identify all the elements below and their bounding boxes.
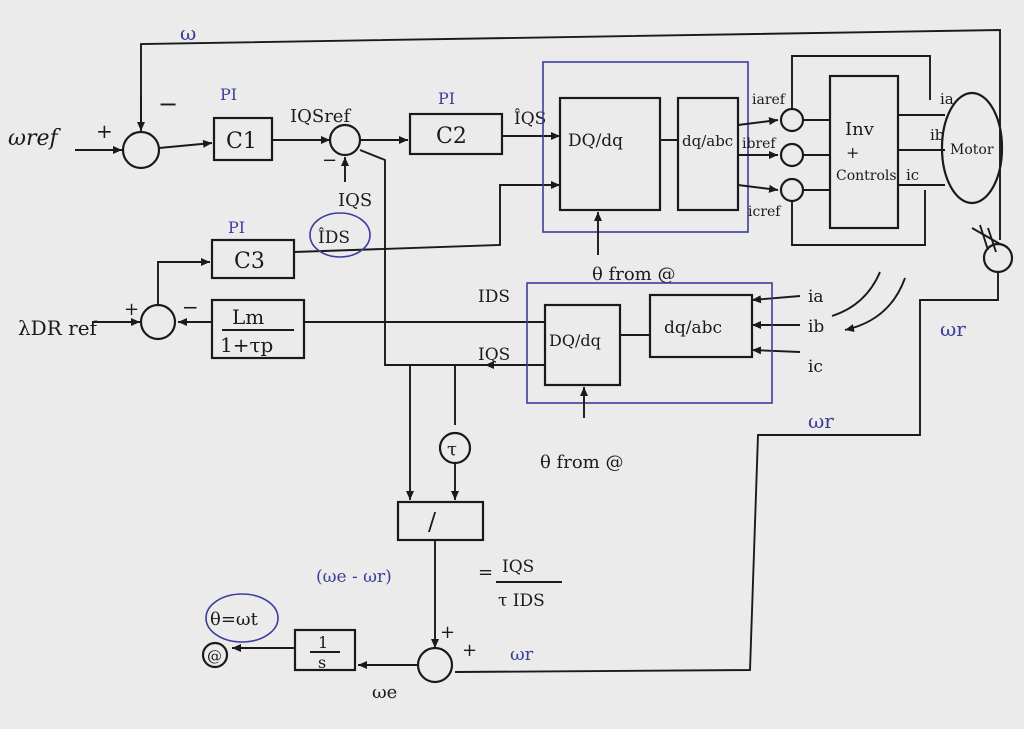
- inverter-block: [828, 74, 900, 230]
- pi-label-c3: PI: [228, 218, 245, 237]
- transform-group-lower: [526, 282, 773, 404]
- controls-label: Controls: [836, 168, 897, 184]
- ids-hat-label: ÎDS: [318, 227, 350, 248]
- comparator-b: [779, 142, 805, 168]
- motor-label: Motor: [950, 142, 994, 158]
- eq-numerator: IQS: [502, 557, 534, 577]
- omega-feedback-label: ω: [180, 21, 196, 45]
- shaft-tick-1: [979, 224, 989, 251]
- iqs-ref-label: IQSref: [290, 106, 351, 127]
- ids-measured-label: IDS: [478, 287, 510, 307]
- err-to-c1-arrow: [158, 139, 213, 149]
- iqs-hat-label: ÎQS: [514, 108, 546, 129]
- minus-sign-2: −: [322, 150, 337, 171]
- lm-denominator: 1+τp: [220, 333, 273, 357]
- speed-feedback-line: [140, 29, 1001, 240]
- plus-sign-1: +: [96, 119, 113, 143]
- lm-numerator: Lm: [232, 305, 264, 329]
- minus-sign-1: −: [158, 90, 178, 118]
- ia-ref-arrow: [737, 117, 779, 126]
- tau-label: τ: [447, 439, 457, 460]
- summing-junction-speed: [121, 130, 161, 170]
- omega-r-return-line: [454, 272, 999, 673]
- ia-measured: ia: [808, 287, 824, 307]
- c2-label: C2: [436, 124, 467, 149]
- fb-loop-c: [791, 190, 926, 246]
- pi-label-c2: PI: [438, 89, 455, 108]
- ic-label: ic: [906, 166, 919, 184]
- dqabc-block-upper-label: dq/abc: [682, 132, 733, 150]
- ids-hat-line: [293, 181, 560, 253]
- c3-label: C3: [234, 249, 265, 274]
- plus-sign-3: +: [124, 299, 139, 320]
- integrator-numerator: 1: [318, 633, 328, 652]
- dq-block-lower-label: DQ/dq: [549, 331, 601, 350]
- at-symbol-label: @: [207, 647, 222, 665]
- omega-r-label-right: ωr: [940, 317, 966, 341]
- eq-sign: =: [478, 562, 493, 583]
- shaft-tick-2: [987, 227, 997, 253]
- ib-ref-label: ibref: [742, 136, 777, 152]
- c1-label: C1: [226, 129, 257, 154]
- dqabc-block-lower-label: dq/abc: [664, 318, 722, 338]
- flux-model-block: [210, 298, 306, 360]
- theta-from-upper: θ from @: [592, 264, 675, 285]
- integrator-block: [293, 628, 357, 672]
- theta-eq-circle: [205, 593, 279, 643]
- divider-block: [396, 500, 485, 542]
- plus-sign-4: +: [440, 622, 455, 643]
- dq-transform-block-lower: [543, 303, 622, 387]
- iqs-measured-label: IQS: [478, 345, 510, 365]
- ic-ref-label: icref: [748, 204, 782, 220]
- pi-block-c1: [212, 116, 274, 162]
- theta-eq-label: θ=ωt: [210, 609, 259, 630]
- ic-measured: ic: [808, 357, 823, 377]
- omega-ref-label: ωref: [8, 126, 61, 151]
- dqabc-block-lower: [648, 293, 754, 359]
- dq-block-upper-label: DQ/dq: [568, 131, 623, 151]
- eq-denominator: τ IDS: [498, 591, 545, 611]
- ia-in-arrow: [751, 295, 801, 304]
- ic-in-arrow: [751, 346, 801, 355]
- inverter-label: Inv: [845, 119, 875, 140]
- err-to-c3-arrow: [157, 258, 210, 305]
- summing-junction-omega-e: [416, 646, 454, 684]
- omega-r-label-mid: ωr: [808, 409, 834, 433]
- pi-block-c2: [408, 112, 504, 156]
- dqabc-block-upper: [676, 96, 740, 212]
- ids-hat-circle: [309, 212, 371, 258]
- inverter-plus: +: [846, 143, 859, 162]
- slip-label: (ωe - ωr): [316, 567, 392, 587]
- measure-arrow-curve: [844, 277, 906, 332]
- dq-transform-block-upper: [558, 96, 662, 212]
- pi-block-c3: [210, 238, 296, 280]
- motor-symbol: [940, 91, 1004, 205]
- integrator-denominator: s: [318, 653, 326, 672]
- iqs-measured-line: [359, 149, 545, 366]
- ia-label: ia: [940, 90, 954, 108]
- measure-arrow-curve-2: [831, 271, 881, 317]
- divider-label: /: [428, 508, 437, 536]
- theta-from-lower: θ from @: [540, 452, 623, 473]
- omega-e-label: ωe: [372, 682, 397, 703]
- summing-junction-flux: [139, 303, 177, 341]
- shaft-line: [971, 227, 1001, 245]
- lambda-ref-label: λDR ref: [18, 316, 99, 340]
- ib-label: ib: [930, 126, 944, 144]
- minus-sign-3: −: [182, 295, 199, 319]
- ic-ref-arrow: [737, 184, 779, 193]
- pi-label-c1: PI: [220, 85, 237, 104]
- at-symbol-circle: [201, 641, 229, 669]
- omega-r-label-bottom: ωr: [510, 644, 534, 665]
- fb-loop-a: [791, 55, 931, 109]
- transform-group-upper: [542, 61, 749, 233]
- ia-ref-label: iaref: [752, 92, 787, 108]
- plus-sign-5: +: [462, 640, 477, 661]
- iqs-feedback-label: IQS: [338, 190, 372, 211]
- comparator-a: [779, 107, 805, 133]
- comparator-c: [779, 177, 805, 203]
- ib-measured: ib: [808, 317, 824, 337]
